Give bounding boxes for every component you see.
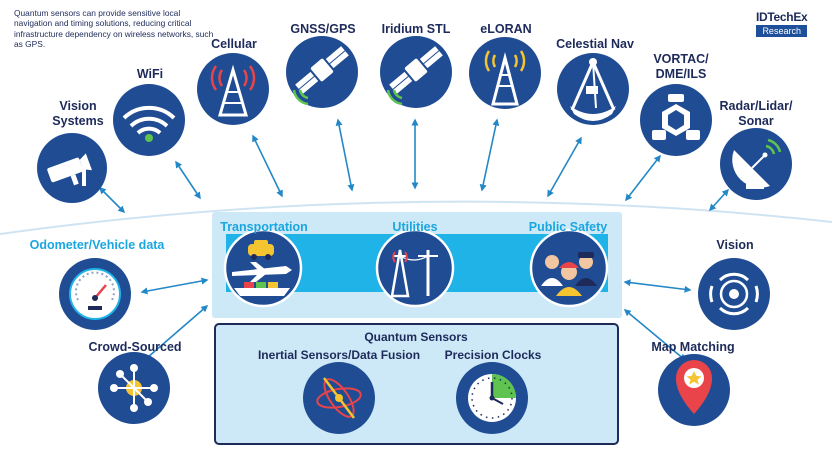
label-celestial-nav: Celestial Nav [556,37,634,51]
label-map-matching: Map Matching [651,340,735,354]
label-precision-clocks: Precision Clocks [444,348,542,362]
connector-arrows [98,118,730,365]
first-responders-icon [529,228,609,308]
label-utilities: Utilities [392,220,438,234]
satellite-icon [380,36,452,108]
intro-text: Quantum sensors can provide sensitive lo… [14,8,214,49]
label-wifi: WiFi [136,67,164,81]
cell-tower-icon [197,53,269,125]
camera-icon [37,133,107,203]
brand-logo: IDTechEx Research [756,10,808,37]
atom-icon [303,362,375,434]
radio-tower-icon [469,37,541,109]
radar-dish-icon [720,128,792,200]
label-vision-systems: Vision Systems [52,99,104,128]
label-crowd-sourced: Crowd-Sourced [88,340,182,354]
label-iridium-stl: Iridium STL [381,22,451,36]
clock-icon [456,362,528,434]
label-inertial-sensors: Inertial Sensors/Data Fusion [257,348,421,362]
brand-name: IDTechEx [756,10,808,24]
network-icon [98,352,170,424]
label-eloran: eLORAN [480,22,532,36]
map-pin-icon [658,354,730,426]
label-odometer: Odometer/Vehicle data [29,238,165,252]
wifi-icon [113,84,185,156]
beacon-icon [640,84,712,156]
label-cellular: Cellular [211,37,257,51]
quantum-title: Quantum Sensors [364,330,468,344]
label-public-safety: Public Safety [528,220,608,234]
speedometer-icon [59,258,131,330]
label-gnss-gps: GNSS/GPS [290,22,356,36]
transport-icon [223,228,303,308]
brand-tagline: Research [756,25,808,37]
label-vortac: VORTAC/ DME/ILS [653,52,709,81]
target-icon [698,258,770,330]
label-radar: Radar/Lidar/ Sonar [719,99,793,128]
label-transportation: Transportation [220,220,308,234]
satellite-icon [286,36,358,108]
sextant-icon [557,53,629,125]
label-vision: Vision [716,238,754,252]
power-pylon-icon [375,228,455,308]
